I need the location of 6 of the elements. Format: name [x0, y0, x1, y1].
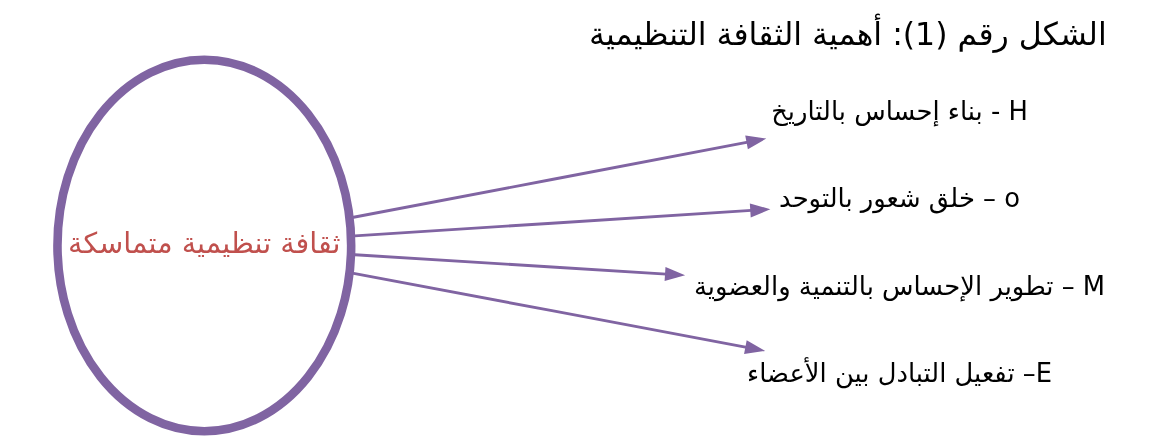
node-text: تطوير الإحساس بالتنمية والعضوية – M [693, 270, 1106, 301]
node-text: خلق شعور بالتوحد – o [779, 183, 1020, 214]
node-text: بناء إحساس بالتاريخ - H [771, 95, 1028, 126]
node-text: تفعيل التبادل بين الأعضاء –E [747, 358, 1052, 389]
node-ellipse: ثقافة تنظيمية متماسكة [53, 55, 356, 436]
diagram-title: الشكل رقم (1): أهمية الثقافة التنظيمية [589, 15, 1107, 52]
